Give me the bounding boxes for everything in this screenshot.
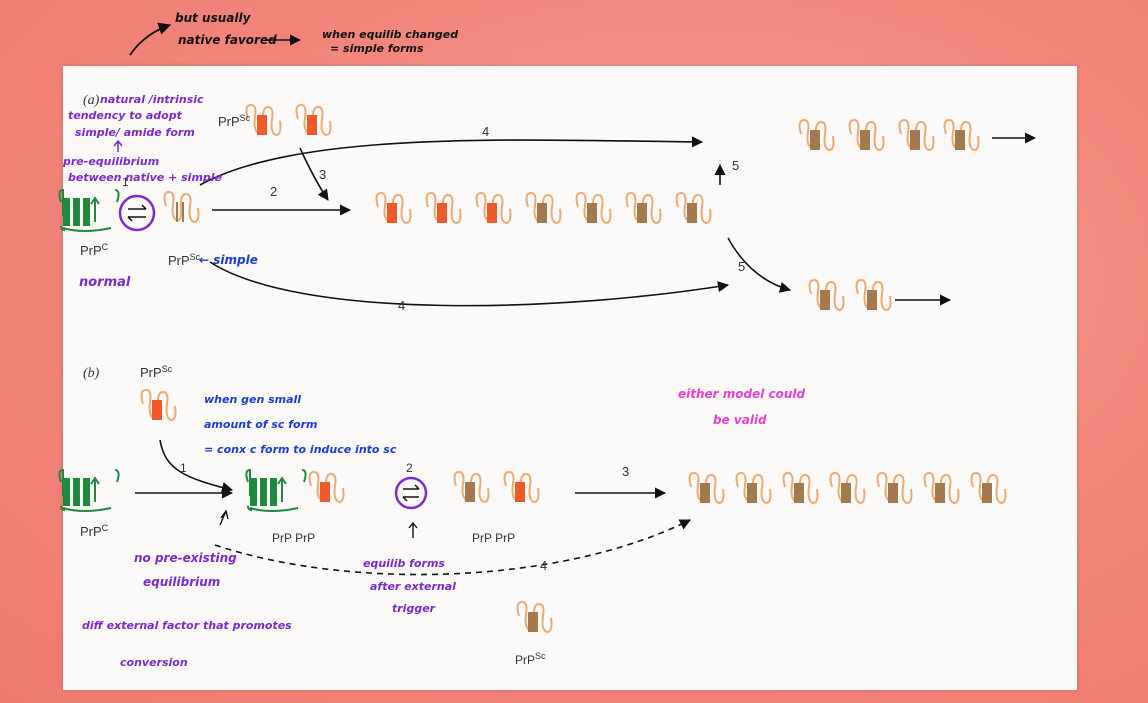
equilibrium-circle-b xyxy=(394,476,428,510)
prpsc-unit-bottom-b xyxy=(516,601,553,633)
prpc-label-a: PrPC xyxy=(80,242,109,258)
fibril-middle-a xyxy=(375,192,712,224)
top-note-line1: but usually xyxy=(175,11,252,25)
prpsc-label-bottom-a: PrPSc xyxy=(168,252,201,268)
note-after-external: after external xyxy=(370,580,456,593)
prpsc-red-pair-b xyxy=(503,471,540,503)
arrow-5-bottom-a xyxy=(727,237,792,293)
prpc-prpsc-label: PrP PrP xyxy=(272,531,315,545)
equilibrium-arrows-a xyxy=(127,204,147,222)
fibril-b xyxy=(688,472,1007,504)
normal-note: normal xyxy=(79,275,131,290)
figure-panel xyxy=(63,66,1077,690)
step-3-a: 3 xyxy=(319,167,326,182)
note-amount: amount of sc form xyxy=(204,418,318,431)
arrow-3-a xyxy=(299,147,329,201)
step-2-b: 2 xyxy=(406,461,413,475)
simple-unit-a xyxy=(163,191,200,223)
note-be-valid: be valid xyxy=(713,413,767,427)
equilibrium-arrows-b xyxy=(402,484,420,502)
note-either-model: either model could xyxy=(678,387,806,401)
prpsc-top-a xyxy=(245,104,332,136)
prpsc-unit-top-b xyxy=(140,389,177,421)
note-conversion: conversion xyxy=(120,656,188,669)
prpsc-label-bottom-b: PrPSc xyxy=(515,651,546,667)
note-amide: simple/ amide form xyxy=(75,126,195,139)
panel-b-label: (b) xyxy=(83,366,100,381)
note-tendency: tendency to adopt xyxy=(68,109,183,122)
top-note-right: when equilib changed xyxy=(322,28,458,41)
step-2-a: 2 xyxy=(270,184,277,199)
prpsc-label-top-b: PrPSc xyxy=(140,364,173,380)
step-3-b: 3 xyxy=(622,464,629,479)
note-arrow-no-pre xyxy=(219,509,229,526)
note-when-gen: when gen small xyxy=(204,393,301,406)
note-trigger: trigger xyxy=(392,602,436,615)
prpsc-label-top-a: PrPSc xyxy=(218,113,251,129)
equilibrium-circle-a xyxy=(118,194,156,232)
note-conx: = conx c form to induce into sc xyxy=(204,443,397,456)
top-note-right2: = simple forms xyxy=(330,42,424,55)
prpc-unit-b xyxy=(58,469,120,512)
prpsc-prpsc-label: PrP PrP xyxy=(472,531,515,545)
top-note-arrow xyxy=(129,22,172,56)
note-arrow-equilib xyxy=(408,521,418,538)
step-4-bottom-a: 4 xyxy=(398,298,405,313)
note-no-pre: no pre-existing xyxy=(134,551,237,565)
arrow-4-top-a xyxy=(199,136,704,186)
note-equilibrium-b: equilibrium xyxy=(143,575,220,589)
step-1-a: 1 xyxy=(122,175,129,189)
note-ext-factor: diff external factor that promotes xyxy=(82,619,292,632)
prpsc-brown-pair-b xyxy=(453,471,490,503)
step-5-top-a: 5 xyxy=(732,158,739,173)
step-4-b: 4 xyxy=(540,558,547,573)
arrow-1-b xyxy=(159,439,234,493)
note-natural: natural /intrinsic xyxy=(100,93,204,106)
note-pre-equilibrium: pre-equilibrium xyxy=(62,155,159,168)
prpc-label-b: PrPC xyxy=(80,523,109,539)
prpc-unit-pair-b xyxy=(245,469,307,512)
panel-a-label: (a) xyxy=(83,93,100,108)
arrow-4-bottom-a xyxy=(209,261,730,307)
top-note-line2: native favored xyxy=(178,33,277,47)
note-equilib-forms: equilib forms xyxy=(363,557,445,570)
step-1-b: 1 xyxy=(180,461,187,475)
note-between: between native + simple xyxy=(68,171,223,184)
step-5-bottom-a: 5 xyxy=(738,259,745,274)
prpc-unit-a xyxy=(58,189,120,232)
arrow-4-dashed-b xyxy=(214,519,692,576)
prpsc-unit-pair-b xyxy=(308,471,345,503)
note-arrow-up xyxy=(113,139,123,152)
simple-note: ← simple xyxy=(199,253,258,267)
step-4-top-a: 4 xyxy=(482,124,489,139)
fibril-bottom-right-a xyxy=(808,279,892,311)
fibril-top-right-a xyxy=(798,119,980,151)
